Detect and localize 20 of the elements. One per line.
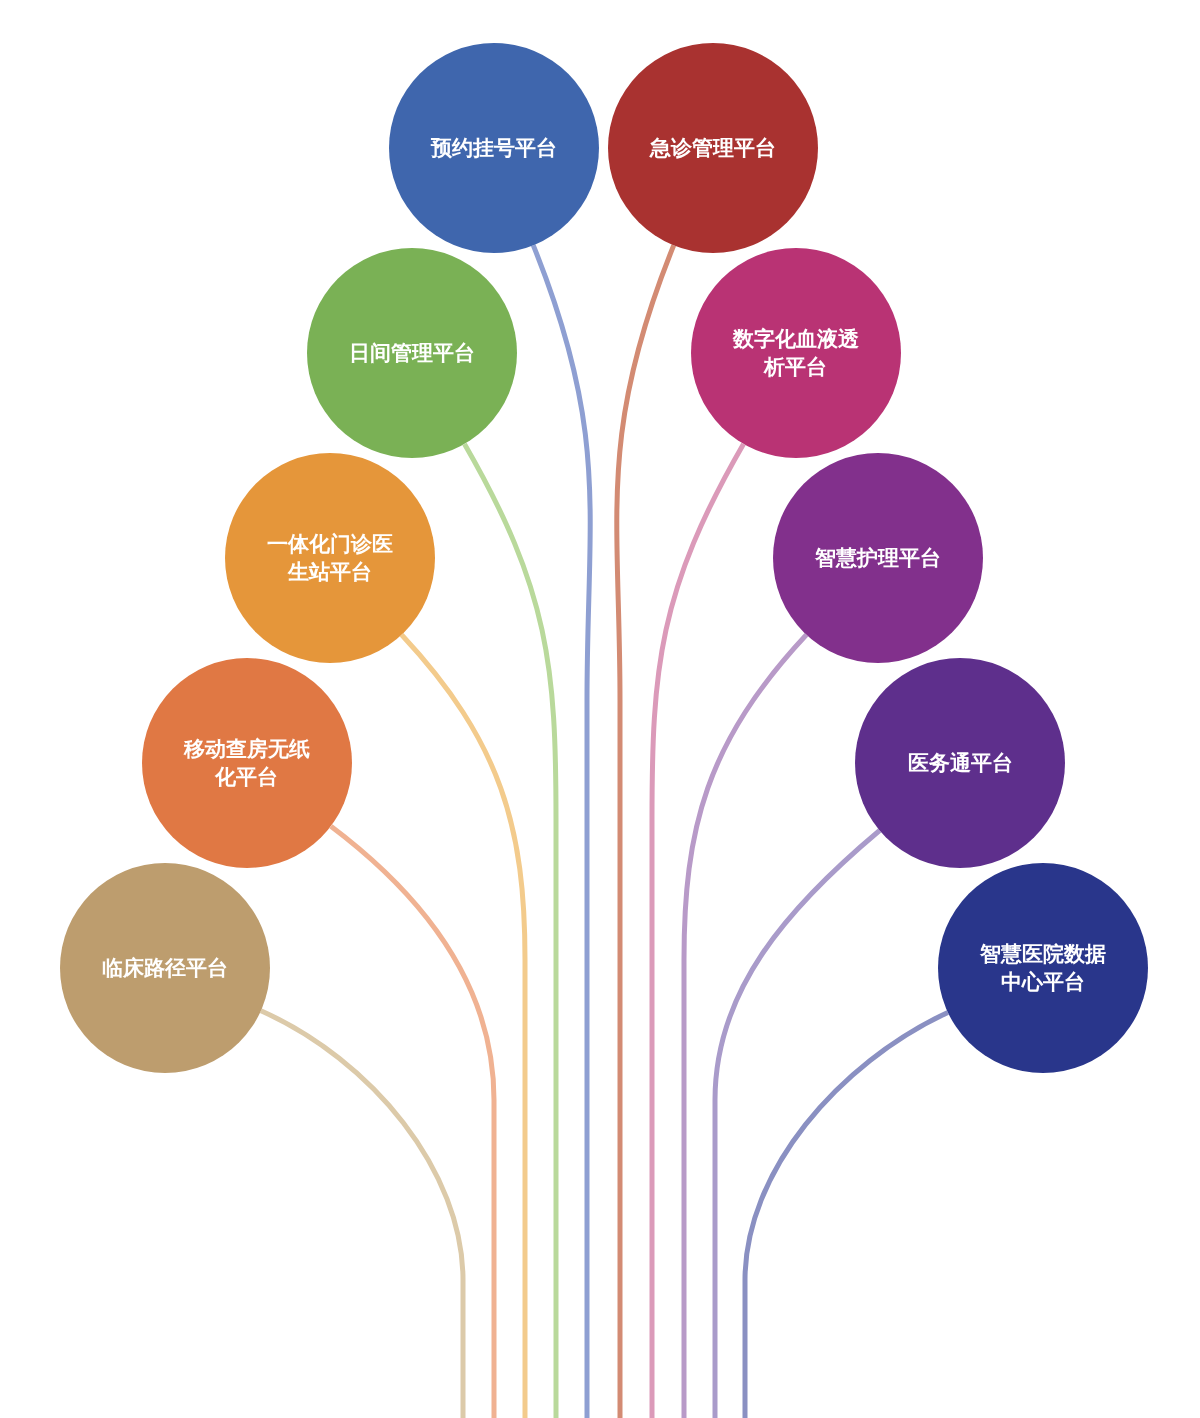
platform-label: 移动查房无纸化平台 xyxy=(182,735,311,791)
platform-label: 急诊管理平台 xyxy=(650,134,776,162)
stem-line xyxy=(462,442,559,1418)
platform-label: 数字化血液透析平台 xyxy=(731,325,860,381)
platform-label: 临床路径平台 xyxy=(102,954,228,982)
stem-line xyxy=(742,1010,949,1418)
stem-line xyxy=(329,824,497,1418)
stem-line xyxy=(712,828,882,1418)
platform-label: 日间管理平台 xyxy=(349,339,475,367)
stem-line xyxy=(259,1008,466,1418)
stem-line xyxy=(399,633,528,1418)
platform-label: 智慧护理平台 xyxy=(815,544,941,572)
platform-label: 医务通平台 xyxy=(907,749,1013,777)
stem-line xyxy=(681,633,809,1418)
platform-label: 一体化门诊医生站平台 xyxy=(266,530,394,586)
platform-label: 预约挂号平台 xyxy=(431,134,557,162)
stem-line xyxy=(649,442,746,1418)
stem-line xyxy=(530,244,593,1418)
platform-label: 智慧医院数据中心平台 xyxy=(979,940,1107,996)
stem-line xyxy=(614,244,677,1418)
